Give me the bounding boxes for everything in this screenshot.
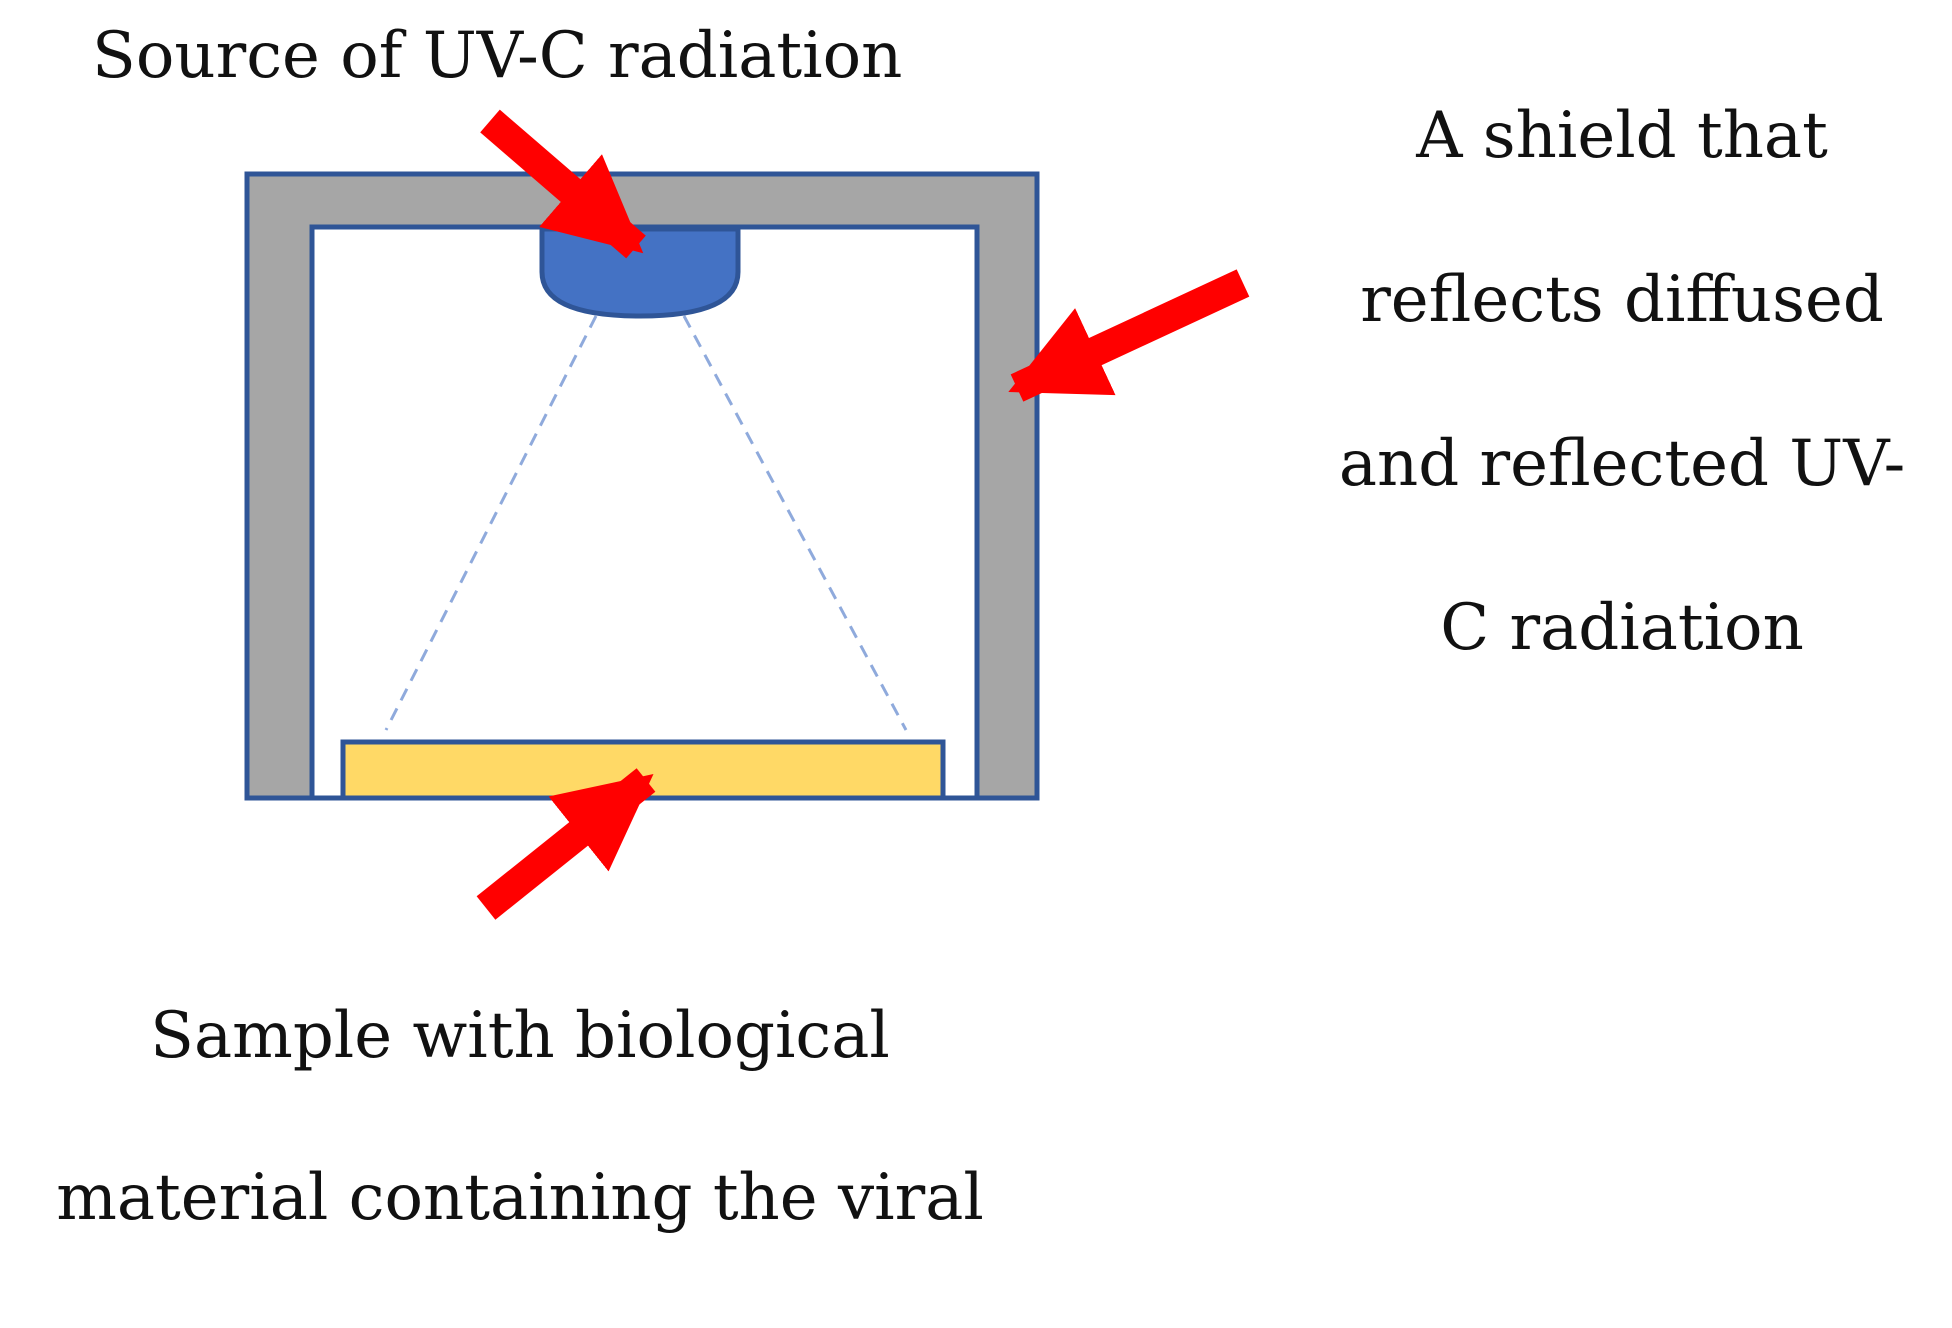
- label-shield-line: C radiation: [1440, 591, 1804, 665]
- label-sample: Sample with biological material containi…: [0, 1004, 1040, 1328]
- arrow-to-sample: [476, 768, 656, 920]
- label-uv-source: Source of UV-C radiation: [92, 19, 903, 93]
- label-sample-line: Sample with biological: [150, 999, 890, 1073]
- uv-chamber-diagram: [244, 109, 1250, 920]
- arrow-to-shield: [1008, 269, 1250, 402]
- label-shield: A shield that reflects diffused and refl…: [1262, 104, 1952, 760]
- label-sample-line: material containing the viral: [56, 1161, 984, 1235]
- label-shield-line: reflects diffused: [1360, 263, 1884, 337]
- uv-beam-right: [682, 315, 908, 731]
- chamber-interior: [309, 224, 980, 801]
- arrow-to-source: [480, 109, 646, 259]
- label-shield-line: A shield that: [1416, 99, 1828, 173]
- label-shield-line: and reflected UV-: [1338, 427, 1906, 501]
- uv-beam-left: [384, 315, 598, 731]
